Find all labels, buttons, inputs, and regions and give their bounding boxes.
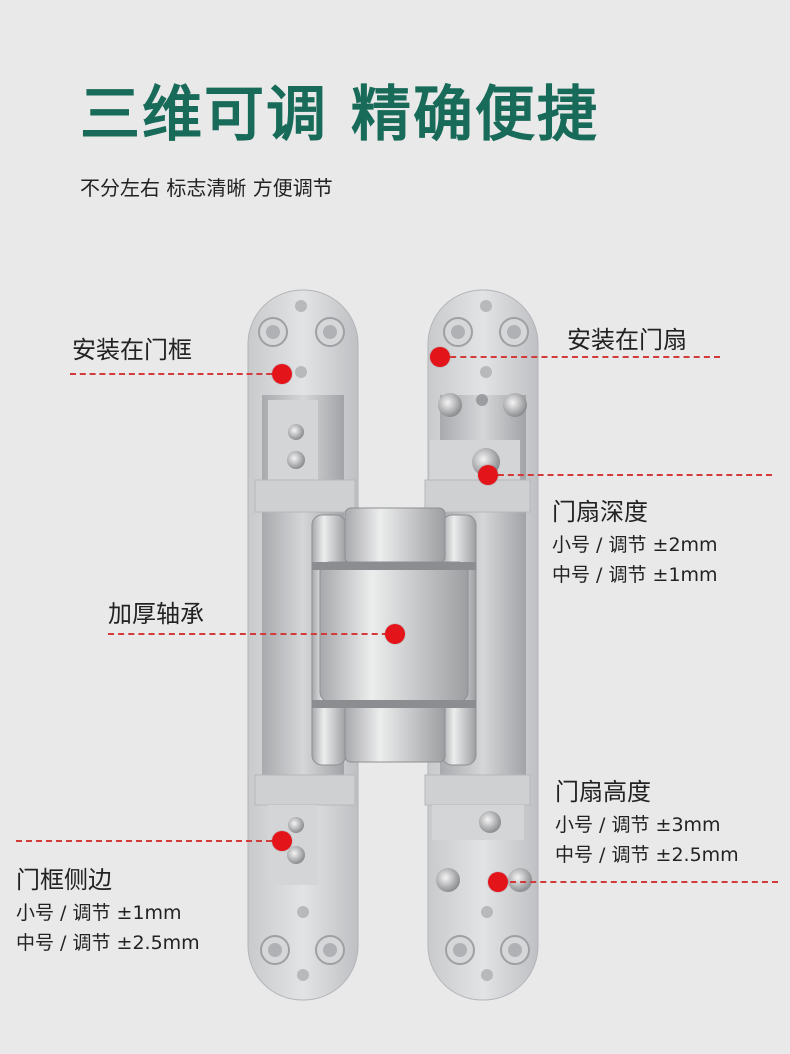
frame-side-leader [16,840,282,842]
frame-side-marker [272,831,292,851]
leaf-mount-marker [430,347,450,367]
bearing-leader [108,633,398,635]
left-plate [247,289,359,1001]
leaf-height-spec-small: 小号 / 调节 ±3mm [555,814,721,836]
page-subtitle: 不分左右 标志清晰 方便调节 [80,176,333,200]
frame-side-spec-small: 小号 / 调节 ±1mm [16,902,182,924]
bearing-label: 加厚轴承 [108,600,204,628]
leaf-height-marker [488,872,508,892]
leaf-depth-label: 门扇深度 [552,498,648,526]
frame-mount-marker [272,364,292,384]
frame-mount-label: 安装在门框 [72,336,192,364]
leaf-height-label: 门扇高度 [555,778,651,806]
leaf-mount-leader [440,356,720,358]
frame-side-label: 门框侧边 [16,866,112,894]
center-bearing [311,507,477,766]
leaf-height-spec-medium: 中号 / 调节 ±2.5mm [555,844,739,866]
leaf-depth-spec-medium: 中号 / 调节 ±1mm [552,564,718,586]
frame-mount-leader [70,373,282,375]
frame-side-spec-medium: 中号 / 调节 ±2.5mm [16,932,200,954]
leaf-depth-marker [478,465,498,485]
page-title: 三维可调 精确便捷 [80,80,599,150]
bearing-marker [385,624,405,644]
leaf-mount-label: 安装在门扇 [567,326,687,354]
leaf-depth-spec-small: 小号 / 调节 ±2mm [552,534,718,556]
right-plate [424,289,539,1001]
leaf-height-leader [500,881,778,883]
leaf-depth-leader [488,474,772,476]
